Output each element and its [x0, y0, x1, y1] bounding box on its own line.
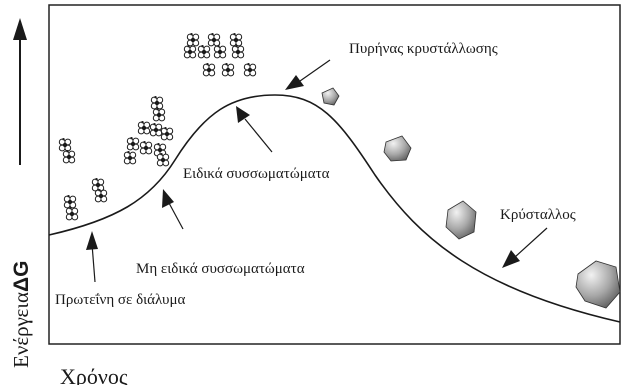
y-axis-arrow	[13, 18, 27, 165]
protein-molecule-icon	[208, 33, 219, 46]
protein-molecule-icon	[214, 45, 225, 58]
label-specific-aggregates: Ειδικά συσσωματώματα	[183, 166, 330, 182]
arrow-crystal	[502, 228, 547, 268]
protein-molecule-icon	[184, 45, 195, 58]
arrow-icon	[502, 250, 520, 268]
protein-molecule-icon	[232, 45, 243, 58]
arrow-icon	[236, 106, 250, 123]
protein-molecule-icon	[150, 123, 161, 136]
crystal-icon	[576, 261, 620, 308]
arrow-specific-aggregates	[236, 106, 272, 152]
protein-molecule-icon	[203, 63, 214, 76]
y-axis-label: ΕνέργειαΔG	[9, 261, 33, 368]
arrow-nucleus	[285, 60, 330, 90]
y-axis-label-text: Ενέργεια	[9, 292, 33, 368]
protein-molecules-solution	[59, 138, 106, 220]
arrow-protein-solution	[86, 231, 98, 282]
label-crystal: Κρύσταλλος	[500, 207, 576, 223]
protein-molecule-icon	[244, 63, 255, 76]
arrow-icon	[86, 231, 98, 250]
protein-molecule-icon	[124, 151, 135, 164]
protein-molecule-icon	[161, 127, 172, 140]
protein-molecule-icon	[187, 33, 198, 46]
protein-molecule-icon	[151, 96, 162, 109]
nucleus-crystal	[322, 88, 339, 105]
crystal-icon	[384, 136, 411, 161]
specific-aggregate-cluster	[184, 33, 255, 76]
arrow-icon	[285, 75, 304, 90]
y-axis-symbol: ΔG	[10, 261, 33, 292]
crystal-icon	[322, 88, 339, 105]
protein-molecule-icon	[66, 207, 77, 220]
crystal-icon	[446, 201, 476, 239]
final-crystal	[576, 261, 620, 308]
nonspecific-aggregate-cluster	[124, 96, 172, 166]
protein-molecule-icon	[64, 195, 75, 208]
protein-molecule-icon	[63, 150, 74, 163]
protein-molecule-icon	[127, 137, 138, 150]
protein-molecule-icon	[140, 141, 151, 154]
x-axis-label: Χρόνος	[60, 364, 128, 385]
growing-crystal-small	[384, 136, 411, 161]
arrow-nonspecific-aggregates	[162, 189, 183, 229]
protein-molecule-icon	[92, 178, 103, 191]
arrow-icon	[162, 189, 174, 208]
label-nonspecific-aggregates: Μη ειδικά συσσωματώματα	[136, 261, 305, 277]
protein-molecule-icon	[59, 138, 70, 151]
label-protein-solution: Πρωτεΐνη σε διάλυμα	[55, 292, 185, 308]
protein-molecule-icon	[153, 108, 164, 121]
protein-molecule-icon	[198, 45, 209, 58]
protein-molecule-icon	[230, 33, 241, 46]
label-nucleus: Πυρήνας κρυστάλλωσης	[349, 41, 498, 57]
protein-molecule-icon	[138, 121, 149, 134]
protein-molecule-icon	[222, 63, 233, 76]
growing-crystal-medium	[446, 201, 476, 239]
